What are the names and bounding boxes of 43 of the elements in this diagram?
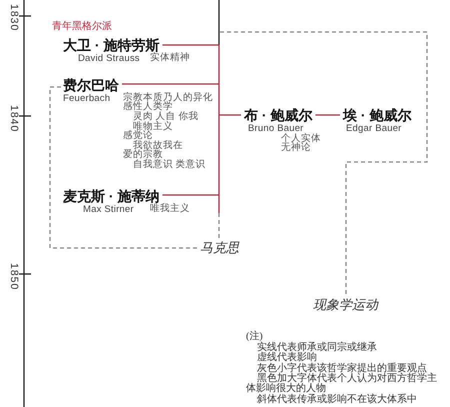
english-name: Edgar Bauer [346,123,402,134]
note-text: 黑色加大字体代表个人认为对西方哲学主体影响很大的人物 [246,374,438,394]
connector-line [162,44,219,46]
concept-text: 感觉论 [123,130,153,140]
concept-text: 爱的宗教 [123,150,163,159]
connector-line [162,194,219,196]
english-name: David Strauss [78,53,140,64]
note-text: 灰色小字代表该哲学家提出的重要观点 [257,364,427,374]
concept-text: 我欲故我在 [133,140,183,150]
note-text: 虚线代表影响 [257,353,317,363]
person-name: 布 · 鲍威尔 [244,107,312,123]
dashed-connector-line [218,213,220,239]
concept-text: 实体精神 [150,53,190,62]
dashed-connector-line [49,86,198,249]
english-name: Feuerbach [63,93,110,104]
person-name: 埃 · 鲍威尔 [343,107,412,123]
connector-line [219,114,241,116]
person-name: 费尔巴哈 [63,77,119,93]
concept-text: 无神论 [281,143,311,152]
dashed-connector-line [220,31,428,295]
concept-text: 感性人类学 [123,102,173,112]
note-text: 斜体代表传承或影响不在该大体系中 [257,395,417,406]
concept-text: 唯物主义 [133,122,173,131]
axis-tick-label: 1830 [8,4,19,32]
person-name: 麦克斯 · 施蒂纳 [63,188,160,204]
note-heading: (注) [246,332,263,342]
movement-name: 现象学运动 [313,297,378,313]
connector-line [122,83,219,85]
group-heading: 青年黑格尔派 [52,21,112,33]
concept-text: 自我意识 类意识 [133,160,206,169]
english-name: Max Stirner [83,204,134,215]
concept-text: 灵肉 人自 你我 [133,112,198,122]
axis-tick-label: 1840 [8,105,19,132]
concept-text: 唯我主义 [150,204,190,214]
english-name: Bruno Bauer [248,123,304,134]
person-name: 马克思 [200,240,239,256]
connector-line [315,114,340,116]
trunk-line [218,45,220,213]
concept-text: 个人实体 [281,134,321,143]
concept-text: 宗教本质乃人的异化 [123,93,213,102]
note-text: 实线代表师承或同宗或继承 [257,342,377,352]
axis-tick-label: 1850 [8,263,19,290]
person-name: 大卫 · 施特劳斯 [63,37,160,53]
